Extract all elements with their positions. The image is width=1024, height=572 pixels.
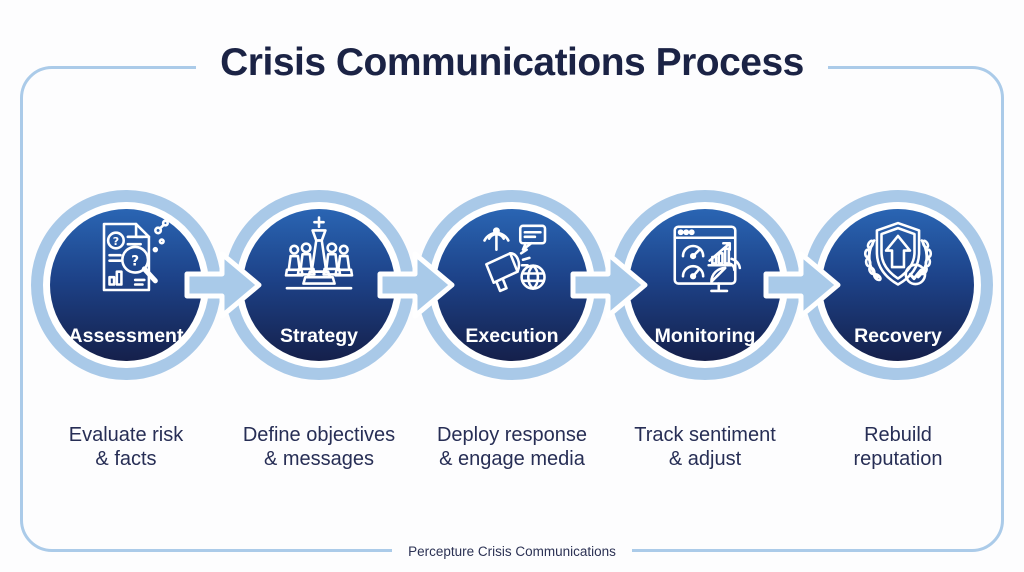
step-circle	[629, 209, 781, 361]
description-line: & facts	[95, 447, 157, 470]
step-label: Execution	[465, 325, 559, 347]
step-node-assessment: ? ? Assessment	[31, 190, 221, 380]
chess-pieces-icon	[224, 213, 414, 301]
flow-arrow-icon	[377, 251, 455, 319]
footer-row: Percepture Crisis Communications	[0, 543, 1024, 561]
step-circle	[436, 209, 588, 361]
svg-text:?: ?	[131, 253, 139, 269]
step-description-assessment: Evaluate risk & facts	[16, 424, 236, 471]
step-node-execution: Execution	[417, 190, 607, 380]
step-circle	[50, 209, 202, 361]
step-node-recovery: Recovery	[803, 190, 993, 380]
description-line: Deploy response	[436, 424, 588, 446]
description-line: & messages	[263, 447, 375, 470]
step-circle	[243, 209, 395, 361]
megaphone-broadcast-icon	[417, 213, 607, 301]
description-line: reputation	[853, 447, 943, 470]
shield-arrow-laurel-icon	[803, 213, 993, 301]
flow-arrow-icon	[763, 251, 841, 319]
step-description-strategy: Define objectives & messages	[209, 424, 429, 471]
page-title: Crisis Communications Process	[196, 41, 828, 85]
step-label: Strategy	[279, 325, 359, 347]
footer-credit: Percepture Crisis Communications	[392, 544, 632, 559]
step-description-monitoring: Track sentiment & adjust	[595, 424, 815, 471]
flow-arrow-icon	[184, 251, 262, 319]
step-label: Recovery	[854, 325, 942, 347]
description-line: Track sentiment	[634, 424, 776, 446]
description-line: & adjust	[668, 447, 742, 470]
dashboard-gauges-icon	[610, 213, 800, 301]
document-magnifier-icon: ? ?	[31, 213, 221, 301]
description-line: Define objectives	[242, 424, 396, 446]
flow-arrow-icon	[570, 251, 648, 319]
step-label: Assessment	[68, 325, 184, 347]
step-description-execution: Deploy response & engage media	[402, 424, 622, 471]
description-line: Evaluate risk	[68, 424, 184, 446]
step-label: Monitoring	[654, 325, 756, 347]
step-description-recovery: Rebuild reputation	[788, 424, 1008, 471]
svg-text:?: ?	[113, 235, 119, 248]
description-line: Rebuild	[864, 424, 932, 446]
description-line: & engage media	[439, 447, 585, 470]
title-row: Crisis Communications Process	[0, 41, 1024, 85]
